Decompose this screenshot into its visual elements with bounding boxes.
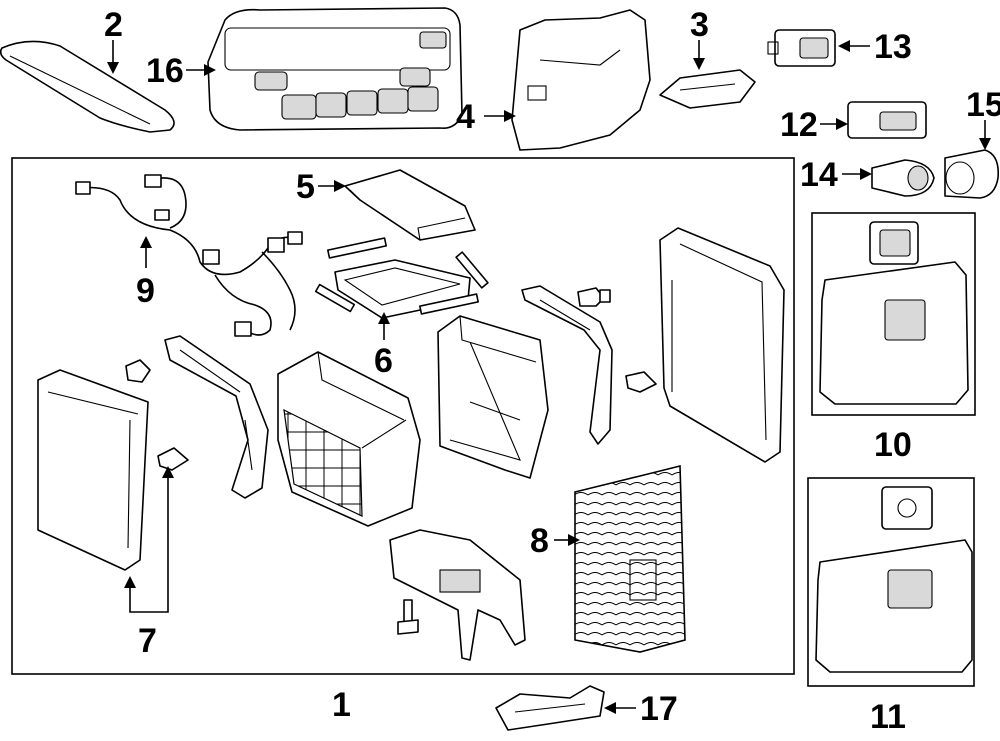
panel-11-frame — [807, 477, 975, 687]
rear-panel-8-part — [574, 464, 686, 653]
switch-panel-part — [207, 7, 463, 131]
callout-2: 2 — [104, 6, 123, 44]
side-panel-7-part — [37, 359, 189, 571]
callout-labels: 1 2 3 4 5 6 7 8 9 10 11 12 13 14 15 16 1… — [104, 6, 1000, 736]
left-bracket-part — [164, 335, 269, 499]
callout-14: 14 — [800, 156, 838, 194]
callout-1: 1 — [332, 686, 351, 724]
callout-3: 3 — [690, 6, 709, 44]
wire-harness-part — [75, 174, 303, 337]
panel-10-part — [819, 221, 969, 405]
callout-9: 9 — [136, 272, 155, 310]
armrest-lid-part — [0, 40, 175, 133]
rear-tall-panel-part — [659, 227, 785, 463]
callout-6: 6 — [374, 342, 393, 380]
cap-15-part — [944, 149, 1000, 199]
lid-pad-part — [344, 169, 476, 241]
callout-13: 13 — [874, 28, 912, 66]
callout-4: 4 — [456, 98, 475, 136]
callout-5: 5 — [296, 168, 315, 206]
console-body-part — [277, 351, 421, 527]
bolt-lower-part — [397, 599, 419, 635]
switch-13-part — [767, 29, 836, 67]
usb-port-12-part — [847, 101, 927, 139]
callout-16: 16 — [146, 52, 184, 90]
callout-11: 11 — [870, 698, 906, 736]
callout-15: 15 — [966, 86, 1000, 124]
tray-6-part — [314, 237, 489, 319]
console-assembly-frame — [11, 157, 795, 675]
callout-10: 10 — [874, 426, 912, 464]
panel-10-frame — [811, 212, 976, 416]
small-trim-part — [659, 69, 756, 109]
bottom-bracket-17-part — [495, 685, 605, 731]
socket-14-part — [871, 159, 935, 197]
panel-11-part — [815, 486, 973, 673]
leader-lines — [107, 40, 991, 714]
callout-8: 8 — [530, 522, 549, 560]
callout-7: 7 — [138, 622, 157, 660]
right-bracket-part — [521, 285, 613, 445]
lower-bracket-part — [389, 529, 526, 661]
callout-17: 17 — [640, 690, 678, 728]
console-bin-part — [437, 315, 549, 479]
bolt-upper-part — [577, 287, 611, 307]
upper-trim-part — [511, 9, 651, 151]
callout-12: 12 — [780, 106, 818, 144]
clip-right-part — [625, 371, 657, 393]
